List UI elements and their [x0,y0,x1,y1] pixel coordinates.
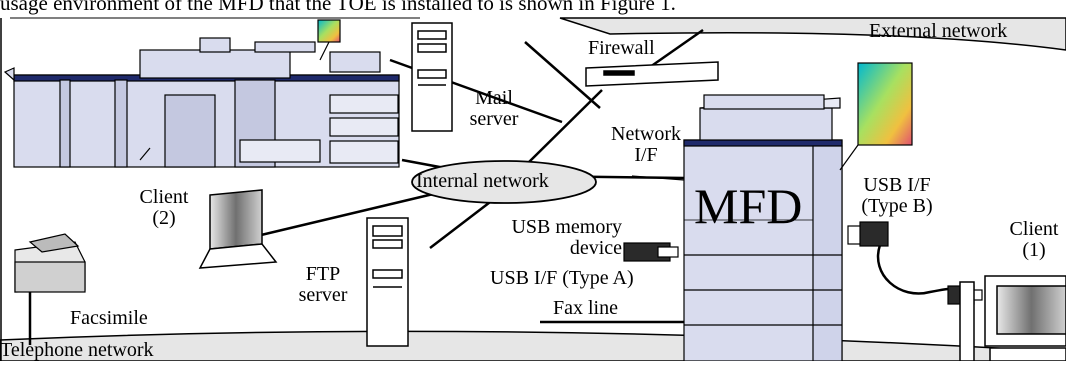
usb-memory-stick [623,242,679,262]
network-if-label: Network I/F [596,124,696,166]
client1-label-line1: Client [1009,218,1059,240]
client1-label: Client (1) [1002,219,1066,261]
ftp-server-label-line2: server [298,284,348,306]
usb-if-type-a-label: USB I/F (Type A) [490,267,634,289]
client1-desktop [959,275,1066,362]
usb-memory-label-line2: device [569,237,622,259]
facsimile-device [14,233,86,293]
facsimile-label: Facsimile [70,307,148,329]
external-network-band [559,17,1066,51]
external-network-label: External network [869,20,1008,42]
mfd-label: MFD [694,178,803,234]
network-if-label-line2: I/F [634,144,658,166]
internal-network-ellipse [411,160,597,204]
telephone-network-band [0,330,1066,362]
ftp-server-label-line1: FTP [305,263,341,285]
usb-if-type-b-label-line2: (Type B) [861,195,933,217]
firewall-device [585,61,719,87]
client1-label-line2: (1) [1022,239,1046,261]
mail-server-label-line2: server [469,108,519,130]
mail-server-tower [411,22,453,132]
ftp-server-label: FTP server [286,264,360,306]
usb-if-type-b-label-line1: USB I/F [863,174,931,196]
client2-label-line2: (2) [152,207,176,229]
mail-server-label: Mail server [456,88,532,130]
ftp-server-tower [366,217,409,347]
usb-if-type-b-label: USB I/F (Type B) [845,175,949,217]
figure-caption: usage environment of the MFD that the TO… [0,0,676,15]
production-printer [3,19,400,168]
fax-line-label: Fax line [553,297,618,319]
network-if-label-line1: Network [611,123,681,145]
client2-label: Client (2) [128,187,200,229]
firewall-label: Firewall [588,37,655,59]
mfd-device [631,62,913,362]
telephone-network-label: Telephone network [0,339,154,361]
usb-memory-label: USB memory device [492,217,622,259]
client2-label-line1: Client [139,186,189,208]
client2-laptop [198,189,278,269]
internal-network-label: Internal network [416,170,549,192]
usb-memory-label-line1: USB memory [511,216,622,238]
mail-server-label-line1: Mail [475,87,513,109]
